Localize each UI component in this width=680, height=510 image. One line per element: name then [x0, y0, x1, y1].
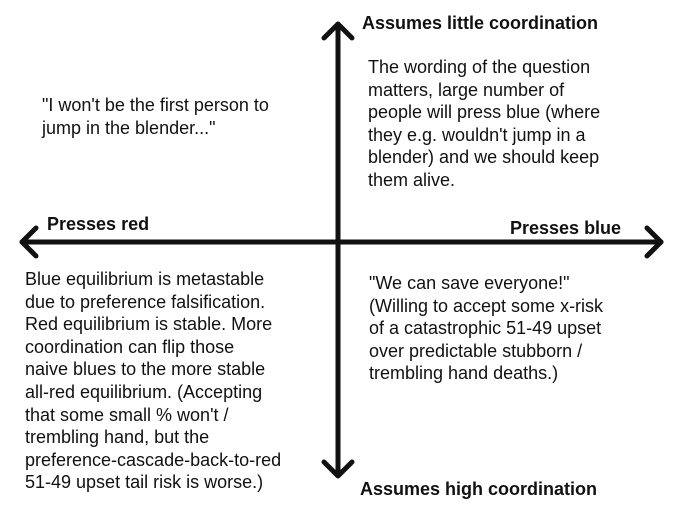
- arrow-up-icon: [321, 21, 355, 41]
- quadrant-top-right-text: The wording of the question matters, lar…: [368, 57, 601, 190]
- arrow-left-icon: [19, 225, 39, 259]
- quadrant-top-left-text: "I won't be the first person to jump in …: [42, 95, 269, 138]
- quadrant-bottom-left-text: Blue equilibrium is metastable due to pr…: [25, 269, 282, 493]
- axis-label-right: Presses blue: [510, 218, 622, 238]
- arrow-down-icon: [321, 459, 355, 479]
- arrow-right-icon: [644, 225, 664, 259]
- axis-label-bottom: Assumes high coordination: [360, 479, 598, 499]
- quadrant-bottom-right-text: "We can save everyone!" (Willing to acce…: [369, 273, 604, 384]
- axis-label-left: Presses red: [47, 214, 150, 234]
- axis-label-top: Assumes little coordination: [362, 13, 599, 33]
